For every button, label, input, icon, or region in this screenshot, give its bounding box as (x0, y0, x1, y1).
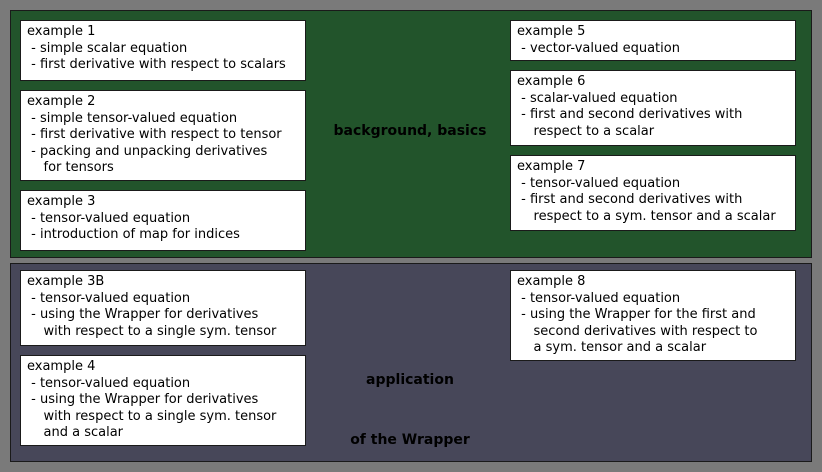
card-line: respect to a sym. tensor and a scalar (517, 208, 776, 224)
card-title: example 2 (27, 94, 96, 109)
card-title: example 6 (517, 74, 586, 89)
card-line: - using the Wrapper for the first and (517, 307, 756, 322)
card-line: - packing and unpacking derivatives (27, 143, 268, 159)
card-line: - tensor-valued equation (27, 375, 191, 391)
card-line: - first derivative with respect to tenso… (27, 127, 282, 142)
card-title: example 5 (517, 24, 586, 39)
card-line: respect to a scalar (517, 123, 655, 139)
card-line: - tensor-valued equation (27, 210, 191, 226)
section-label-wrapper: application of the Wrapper (310, 330, 510, 470)
card-example-3b: example 3B - tensor-valued equation - us… (20, 270, 306, 346)
card-example-2: example 2 - simple tensor-valued equatio… (20, 90, 306, 181)
card-title: example 1 (27, 24, 96, 39)
card-title: example 7 (517, 159, 586, 174)
card-line: - tensor-valued equation (517, 290, 681, 306)
card-example-4: example 4 - tensor-valued equation - usi… (20, 355, 306, 446)
card-line: - introduction of map for indices (27, 227, 240, 242)
card-title: example 3 (27, 194, 96, 209)
card-line: - scalar-valued equation (517, 90, 678, 106)
card-line: with respect to a single sym. tensor (27, 408, 277, 424)
card-line: - vector-valued equation (517, 40, 680, 56)
card-line: for tensors (27, 160, 114, 175)
card-line: - using the Wrapper for derivatives (27, 307, 259, 322)
card-line: - first and second derivatives with (517, 107, 743, 122)
card-line: - simple tensor-valued equation (27, 110, 238, 126)
card-line: with respect to a single sym. tensor (27, 323, 277, 339)
section-label-line2: of the Wrapper (350, 432, 470, 448)
card-line: - tensor-valued equation (517, 175, 681, 191)
section-label-basics: background, basics (333, 123, 487, 139)
card-line: - using the Wrapper for derivatives (27, 392, 259, 407)
card-example-8: example 8 - tensor-valued equation - usi… (510, 270, 796, 361)
card-example-7: example 7 - tensor-valued equation - fir… (510, 155, 796, 231)
card-line: - tensor-valued equation (27, 290, 191, 306)
card-line: and a scalar (27, 425, 124, 440)
card-title: example 3B (27, 274, 105, 289)
card-line: second derivatives with respect to (517, 323, 758, 339)
card-line: - simple scalar equation (27, 40, 188, 56)
card-example-5: example 5 - vector-valued equation (510, 20, 796, 61)
card-line: - first derivative with respect to scala… (27, 57, 286, 72)
section-label-line1: application (366, 372, 454, 388)
card-line: a sym. tensor and a scalar (517, 340, 707, 355)
card-title: example 4 (27, 359, 96, 374)
card-example-3: example 3 - tensor-valued equation - int… (20, 190, 306, 251)
card-line: - first and second derivatives with (517, 192, 743, 207)
card-title: example 8 (517, 274, 586, 289)
card-example-6: example 6 - scalar-valued equation - fir… (510, 70, 796, 146)
card-example-1: example 1 - simple scalar equation - fir… (20, 20, 306, 81)
